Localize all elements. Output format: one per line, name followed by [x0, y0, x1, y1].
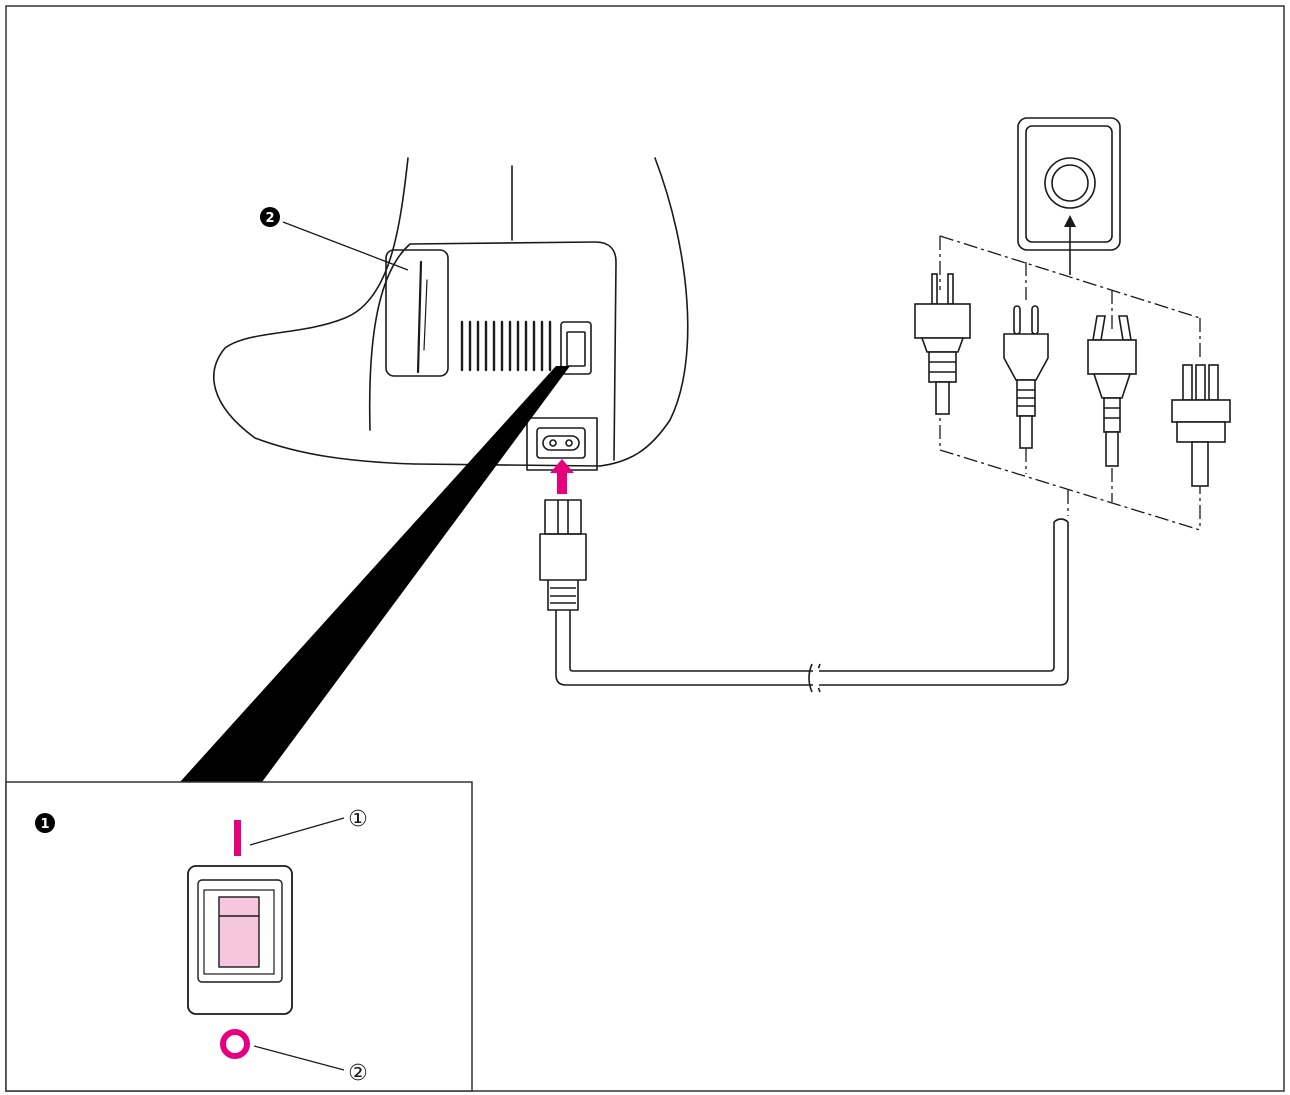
diagram-border [5, 5, 1285, 1092]
plug-type-a-icon [914, 273, 971, 415]
inset-callout-label: 1 [40, 817, 49, 832]
plug-type-g-icon [1171, 364, 1231, 487]
switch-off-symbol [220, 1029, 250, 1059]
slider-callout-label: 2 [265, 211, 274, 226]
power-cord-connector [539, 499, 587, 611]
plug-type-i-icon [1087, 315, 1137, 467]
switch-inset: 1 ① ② [5, 781, 473, 1092]
rocker-switch-small [560, 321, 592, 375]
insert-arrow-icon [550, 459, 574, 494]
plug-type-c-icon [1003, 305, 1049, 449]
outlet-arrow-icon [1064, 215, 1076, 275]
on-callout-ref: ① [348, 807, 368, 832]
vent-grille [460, 320, 552, 372]
slider-callout-marker [260, 207, 280, 227]
off-leader-line [253, 1045, 345, 1071]
rocker-switch-icon [187, 865, 293, 1015]
on-leader-line [249, 817, 345, 846]
plug-bracket [939, 235, 1201, 531]
power-cable [555, 518, 1069, 693]
wall-outlet [1017, 117, 1121, 251]
cable-break-gap [813, 668, 819, 688]
slider-leader-line [282, 221, 409, 271]
zoom-wedge [180, 366, 570, 782]
inset-callout-marker [35, 813, 55, 833]
sewing-machine-rear [213, 157, 689, 471]
off-callout-ref: ② [348, 1061, 368, 1086]
switch-on-symbol [234, 820, 241, 856]
